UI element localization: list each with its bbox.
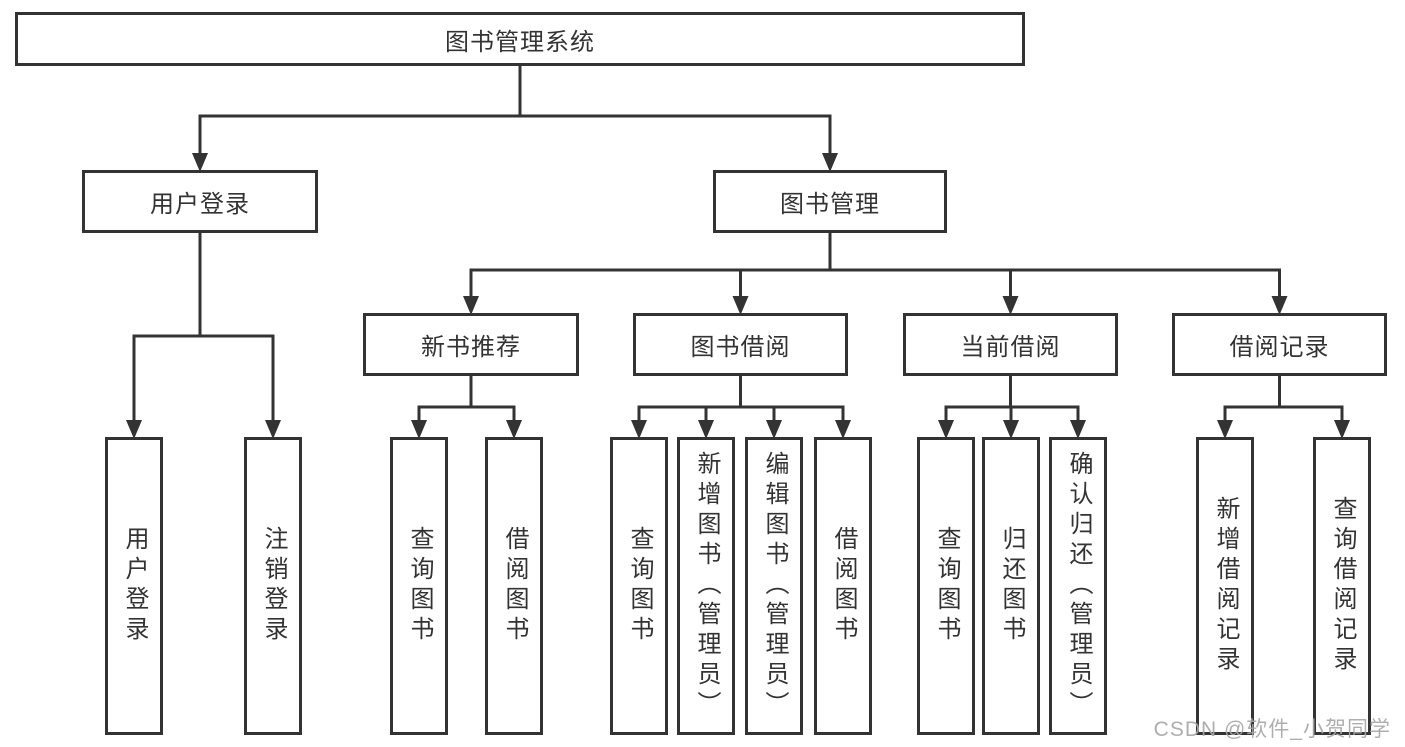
node-new-book-rec: 新书推荐 (363, 313, 579, 376)
node-leaf-add-record: 新增借阅记录 (1196, 437, 1254, 735)
arrowhead-icon (192, 153, 208, 172)
node-current-borrow: 当前借阅 (903, 313, 1118, 376)
arrowhead-icon (265, 420, 281, 439)
node-leaf-confirm-return: 确认归还（管理员） (1049, 437, 1107, 735)
node-borrow-record: 借阅记录 (1172, 313, 1387, 376)
node-label-leaf-query-book-1: 查询图书 (406, 526, 433, 646)
node-label-leaf-borrow-book-2: 借阅图书 (830, 526, 857, 646)
arrowhead-icon (631, 420, 647, 439)
node-book-borrow: 图书借阅 (633, 313, 848, 376)
node-leaf-query-book-2: 查询图书 (610, 437, 668, 735)
node-leaf-query-record: 查询借阅记录 (1313, 437, 1371, 735)
node-label-borrow-record: 借阅记录 (1229, 334, 1330, 361)
node-label-leaf-edit-book: 编辑图书（管理员） (761, 451, 788, 721)
node-leaf-edit-book: 编辑图书（管理员） (745, 437, 803, 735)
node-label-leaf-borrow-book-1: 借阅图书 (501, 526, 528, 646)
node-leaf-logout: 注销登录 (244, 437, 302, 735)
node-book-mgmt: 图书管理 (713, 170, 947, 233)
arrowhead-icon (1271, 296, 1288, 315)
arrowhead-icon (698, 420, 714, 439)
node-label-leaf-query-book-3: 查询图书 (933, 526, 960, 646)
arrowhead-icon (506, 420, 522, 439)
arrowhead-icon (835, 420, 851, 439)
node-label-leaf-query-record: 查询借阅记录 (1329, 496, 1356, 676)
node-label-current-borrow: 当前借阅 (960, 334, 1061, 361)
node-label-leaf-add-record: 新增借阅记录 (1212, 496, 1239, 676)
node-label-leaf-user-login: 用户登录 (121, 526, 148, 646)
arrowhead-icon (1217, 420, 1233, 439)
node-label-leaf-add-book: 新增图书（管理员） (693, 451, 720, 721)
node-label-book-mgmt: 图书管理 (780, 191, 880, 218)
node-leaf-user-login: 用户登录 (105, 437, 163, 735)
node-leaf-query-book-3: 查询图书 (917, 437, 975, 735)
node-root: 图书管理系统 (15, 12, 1025, 66)
node-label-leaf-return-book: 归还图书 (998, 526, 1025, 646)
arrowhead-icon (732, 296, 749, 315)
arrowhead-icon (766, 420, 782, 439)
arrowhead-icon (1070, 420, 1086, 439)
node-leaf-borrow-book-2: 借阅图书 (814, 437, 872, 735)
arrowhead-icon (822, 153, 838, 172)
arrowhead-icon (126, 420, 142, 439)
node-label-book-borrow: 图书借阅 (690, 334, 791, 361)
node-user-login: 用户登录 (82, 170, 318, 233)
arrowhead-icon (938, 420, 954, 439)
node-leaf-return-book: 归还图书 (982, 437, 1040, 735)
node-leaf-add-book: 新增图书（管理员） (677, 437, 735, 735)
watermark-text: CSDN @软件_小贺同学 (1153, 718, 1391, 741)
arrowhead-icon (1003, 420, 1019, 439)
arrowhead-icon (411, 420, 427, 439)
arrowhead-icon (1334, 420, 1350, 439)
node-leaf-borrow-book-1: 借阅图书 (485, 437, 543, 735)
node-leaf-query-book-1: 查询图书 (390, 437, 448, 735)
arrowhead-icon (463, 296, 479, 315)
node-label-user-login: 用户登录 (150, 191, 250, 218)
node-label-leaf-query-book-2: 查询图书 (626, 526, 653, 646)
node-label-leaf-logout: 注销登录 (260, 526, 287, 646)
node-label-new-book-rec: 新书推荐 (421, 334, 521, 361)
arrowhead-icon (1002, 296, 1019, 315)
node-label-leaf-confirm-return: 确认归还（管理员） (1065, 451, 1092, 721)
node-label-root: 图书管理系统 (445, 28, 595, 56)
